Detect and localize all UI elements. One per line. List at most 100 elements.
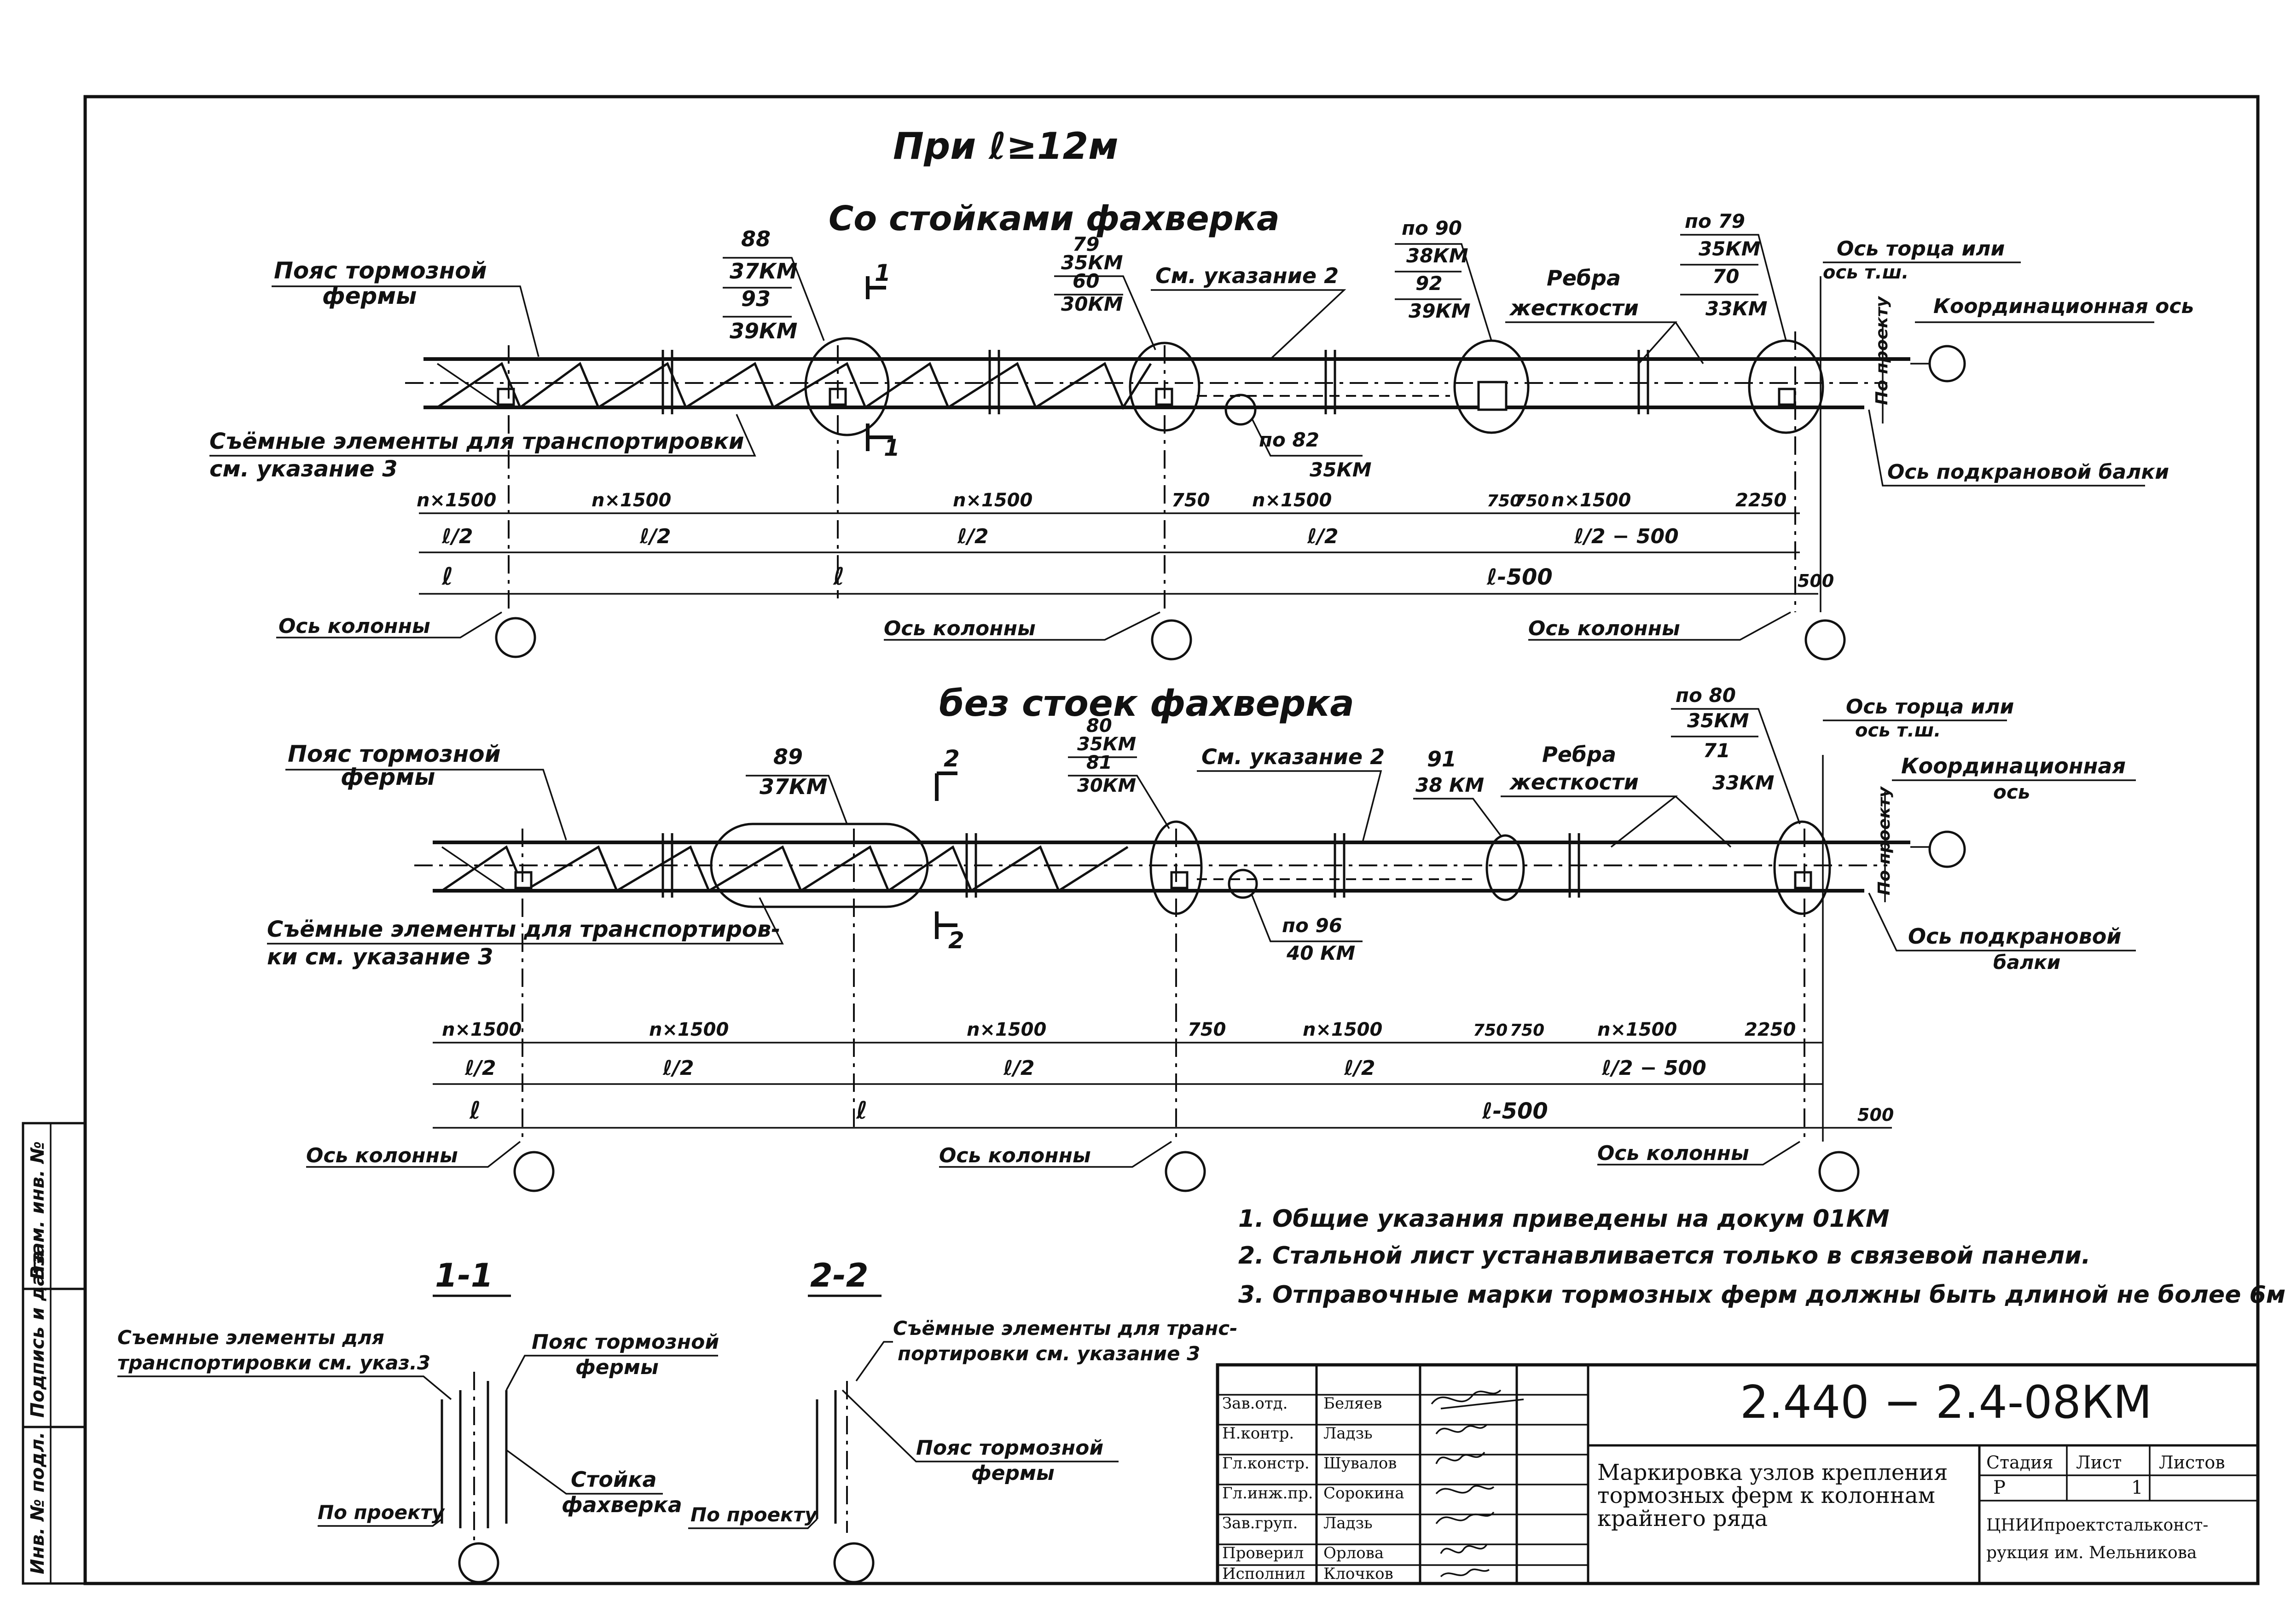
post-square xyxy=(1477,381,1508,411)
name: Клочков xyxy=(1323,1565,1393,1583)
column-axis-b2: Ось колонны xyxy=(939,1144,1091,1167)
removable-top-2: см. указание 3 xyxy=(209,456,398,482)
node-a-4: 39КМ xyxy=(730,319,797,343)
node-b-b1: 80 xyxy=(1086,715,1112,737)
dim-n: 750 xyxy=(1487,492,1521,510)
sheet-value: 1 xyxy=(2131,1477,2143,1498)
node-d-b2: 35КМ xyxy=(1687,709,1749,732)
coord-axis-circle xyxy=(1928,345,1966,383)
section-2-chord-1: Пояс тормозной xyxy=(916,1436,1103,1460)
node-rounded xyxy=(710,823,929,908)
column-axis-b3: Ось колонны xyxy=(1597,1142,1749,1165)
coord-axis-top: Координационная ось xyxy=(1933,295,2194,318)
stiffeners-b2: жесткости xyxy=(1509,770,1639,795)
by-project-top: По проекту xyxy=(1873,296,1891,405)
role: Н.контр. xyxy=(1222,1424,1294,1443)
dims-n-bottom: n×1500 n×1500 n×1500 750 n×1500 750 750 … xyxy=(442,1019,1796,1040)
section-mark-2a: 2 xyxy=(944,745,960,772)
node-a-b2: 37КМ xyxy=(760,774,827,799)
notes: 1. Общие указания приведены на докум 01К… xyxy=(1238,1205,2285,1309)
section-2-axis-circle xyxy=(833,1542,875,1583)
column-axis-circle xyxy=(1151,619,1192,661)
chord-label-1: Пояс тормозной xyxy=(274,257,487,284)
column-axis-3: Ось колонны xyxy=(1528,617,1680,640)
node-b-1: 79 xyxy=(1073,233,1099,255)
name: Шувалов xyxy=(1323,1454,1397,1473)
title-block: Зав.отд. Н.контр. Гл.констр. Гл.инж.пр. … xyxy=(1216,1363,2260,1585)
section-1-by-project: По проекту xyxy=(318,1501,445,1524)
note-1: 1. Общие указания приведены на докум 01К… xyxy=(1238,1205,1890,1233)
by-project-bottom: По проекту xyxy=(1875,786,1894,895)
section-2-chord-2: фермы xyxy=(971,1462,1055,1485)
view-bottom-title: без стоек фахверка xyxy=(939,683,1354,725)
dim-n: 2250 xyxy=(1745,1019,1796,1040)
plate-ref-1: по 82 xyxy=(1259,429,1319,451)
section-1-title: 1-1 xyxy=(435,1257,493,1294)
post-square xyxy=(1778,388,1796,406)
dim-n: n×1500 xyxy=(592,490,671,511)
stiffeners-2: жесткости xyxy=(1509,296,1639,320)
node-c-2: 38КМ xyxy=(1406,244,1468,267)
coord-axis-b2: ось xyxy=(1993,781,2030,803)
role: Зав.отд. xyxy=(1222,1394,1288,1413)
truss-diagonals-bottom xyxy=(441,845,1129,893)
description-line: тормозных ферм к колоннам xyxy=(1597,1483,1935,1508)
stiffeners-1: Ребра xyxy=(1547,266,1621,290)
dim-l2-b: ℓ xyxy=(856,1097,868,1125)
stage-label: Стадия xyxy=(1986,1452,2053,1473)
section-2-2: 2-2 Съёмные элементы для транс- портиров… xyxy=(688,1257,1238,1583)
dim-l1: ℓ xyxy=(441,563,453,591)
stamp-cell-inv: Инв. № подл. xyxy=(27,1432,48,1574)
stamp-cell-replace: Взам. инв. № xyxy=(27,1141,48,1280)
dim-n: n×1500 xyxy=(967,1019,1046,1040)
node-a-3: 93 xyxy=(741,286,771,311)
description-line: Маркировка узлов крепления xyxy=(1597,1460,1948,1485)
dim-half: ℓ/2 xyxy=(464,1056,496,1080)
dim-n: n×1500 xyxy=(1303,1019,1382,1040)
dim-l3-b: ℓ-500 xyxy=(1482,1098,1548,1124)
column-axis-2: Ось колонны xyxy=(884,617,1036,640)
role: Зав.груп. xyxy=(1222,1514,1298,1532)
node-c-3: 92 xyxy=(1415,272,1442,295)
dim-n: n×1500 xyxy=(1597,1019,1677,1040)
end-axis-b2: ось т.ш. xyxy=(1855,720,1941,741)
dim-500: 500 xyxy=(1798,571,1834,591)
name: Ладзь xyxy=(1323,1424,1373,1443)
description-line: крайнего ряда xyxy=(1597,1506,1768,1531)
crane-beam-b1: Ось подкрановой xyxy=(1908,924,2122,949)
section-1-removable-2: транспортировки см. указ.3 xyxy=(117,1351,430,1374)
dim-half: ℓ/2 − 500 xyxy=(1601,1056,1706,1080)
section-2-removable-1: Съёмные элементы для транс- xyxy=(893,1317,1238,1340)
section-mark-1a: 1 xyxy=(875,260,891,286)
dim-n: 2250 xyxy=(1735,490,1786,511)
section-mark-2b: 2 xyxy=(948,927,964,954)
column-axis-circle xyxy=(1818,1151,1860,1192)
dim-l1-b: ℓ xyxy=(469,1097,481,1125)
node-a-1: 88 xyxy=(741,226,771,251)
role: Исполнил xyxy=(1222,1565,1305,1583)
node-d-4: 33КМ xyxy=(1705,297,1768,320)
node-d-b1: по 80 xyxy=(1676,684,1736,707)
end-axis-b1: Ось торца или xyxy=(1846,695,2014,719)
node-d-2: 35КМ xyxy=(1699,238,1761,260)
node-c-4: 39КМ xyxy=(1409,300,1471,322)
dim-500-b: 500 xyxy=(1857,1105,1894,1125)
note-3: 3. Отправочные марки тормозных ферм долж… xyxy=(1238,1281,2285,1309)
dim-half: ℓ/2 xyxy=(441,525,473,548)
dim-n: n×1500 xyxy=(649,1019,729,1040)
view-without-posts: без стоек фахверка Пояс тормозной фермы … xyxy=(267,683,2136,1192)
post-square xyxy=(1794,871,1812,889)
node-d-b4: 33КМ xyxy=(1712,771,1775,794)
truss-diagonals-top xyxy=(436,362,1152,410)
stamp-cell-signature: Подпись и дата xyxy=(27,1251,48,1418)
dim-half: ℓ/2 xyxy=(662,1056,694,1080)
node-b-4: 30КМ xyxy=(1061,293,1123,315)
chord-label-b1: Пояс тормозной xyxy=(288,741,501,767)
section-1-post-1: Стойка xyxy=(571,1467,657,1492)
removable-bottom-1: Съёмные элементы для транспортиров- xyxy=(267,916,780,942)
plate-ref-b1: по 96 xyxy=(1282,914,1342,937)
column-axis-circle xyxy=(495,617,536,658)
node-ellipse xyxy=(1485,834,1525,901)
role: Проверил xyxy=(1222,1544,1304,1562)
